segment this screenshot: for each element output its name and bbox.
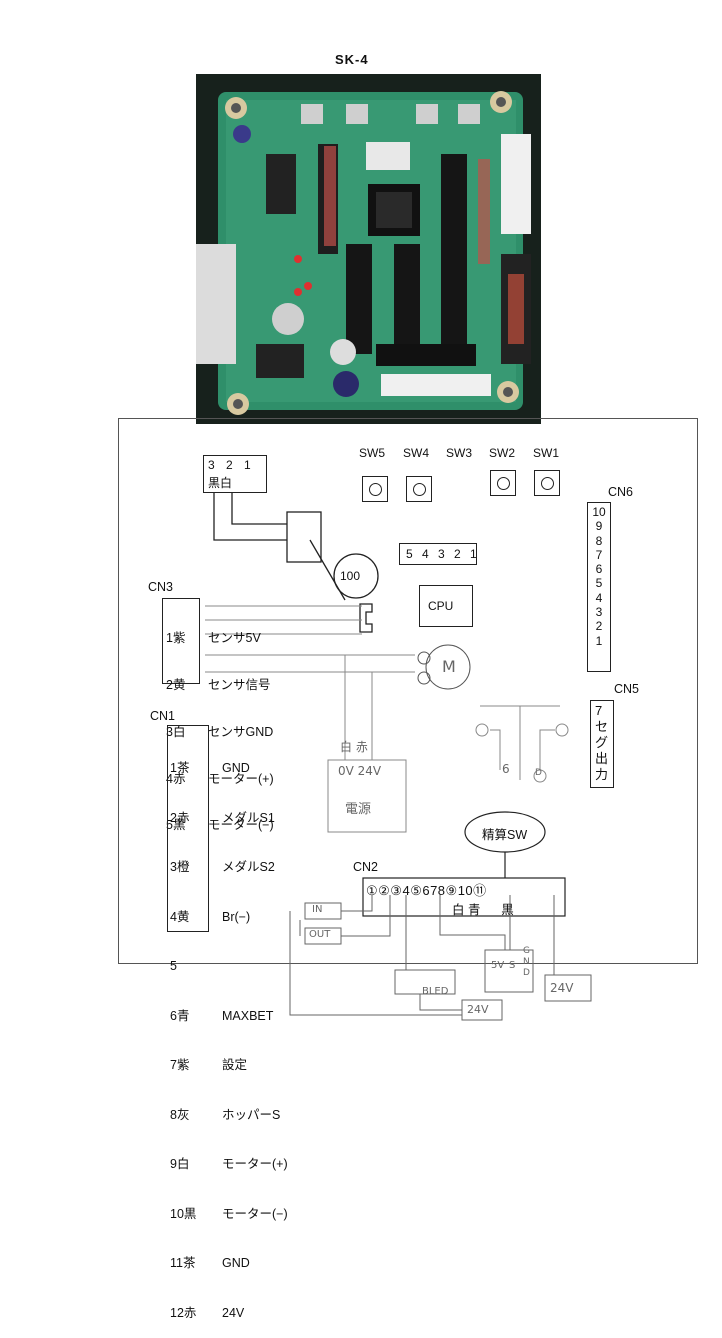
cn3-connector [162, 598, 200, 684]
cn1-desc-5 [222, 958, 288, 975]
power-supply-label: 電源 [345, 802, 372, 817]
cn3-desc-5: モーター(−) [208, 818, 274, 833]
led-label: BLED [422, 986, 449, 997]
cn2-colors: 白 青 黒 [452, 903, 514, 917]
in-label: IN [312, 904, 323, 915]
cn1-pin-1: 1茶 [170, 761, 190, 775]
power-voltages: 0V 24V [338, 764, 382, 778]
switch-sw4 [406, 476, 432, 502]
top-connector-colors: 黒白 [208, 476, 233, 490]
cn6-pin-10: 10 [592, 505, 606, 519]
cn6-connector: 10 9 8 7 6 5 4 3 2 1 [587, 502, 611, 672]
top-connector: 3 2 1 黒白 [203, 455, 267, 493]
cn6-pin-6: 6 [595, 562, 603, 577]
cn3-desc-list: センサ5V センサ信号 センサGND モーター(+) モーター(−) [208, 600, 274, 850]
cn1-label: CN1 [150, 709, 176, 723]
cn1-pin-7: 7紫 [170, 1058, 190, 1072]
cn1-pin-3: 3橙 [170, 860, 190, 874]
pcb-photo [196, 74, 541, 424]
cn1-pin-2: 2赤 [170, 810, 190, 825]
cn1-desc-9: モーター(+) [222, 1157, 288, 1171]
cn6-pin-7: 7 [595, 547, 603, 562]
cn6-label: CN6 [608, 485, 634, 499]
cn3-pin-2: 2黄 [166, 677, 186, 692]
cn1-connector [167, 725, 209, 932]
cn1-pin-4: 4黄 [170, 909, 190, 924]
cn3-pin-4: 4赤 [166, 771, 186, 786]
cn1-pin-10: 10黒 [170, 1206, 197, 1221]
cn5-handwritten-pin-6: 6 [502, 762, 510, 776]
cn6-pin-2: 2 [595, 619, 603, 634]
cn1-desc-12: 24V [222, 1305, 245, 1320]
cpu-label: CPU [428, 599, 454, 613]
cn1-desc-10: モーター(−) [222, 1206, 288, 1221]
cn1-pin-5: 5 [170, 959, 177, 973]
switch-sw1 [534, 470, 560, 496]
resistor-label: 100 [340, 569, 361, 583]
led-24v-label: 24V [467, 1003, 489, 1016]
cn5-text: 7セグ出力 [595, 703, 609, 782]
page-title: SK-4 [335, 52, 369, 67]
segment-digits: 5 4 3 2 1 [406, 547, 480, 561]
cn1-desc-3: メダルS2 [222, 860, 275, 874]
cn6-pin-list: 10 9 8 7 6 5 4 3 2 1 [588, 505, 610, 648]
cn3-desc-2: センサ信号 [208, 677, 271, 692]
cn6-pin-1: 1 [595, 633, 603, 648]
hopper-s-label: S [509, 960, 516, 971]
cn3-pin-5: 5黒 [166, 818, 186, 833]
cn1-desc-1: GND [222, 761, 250, 775]
switch-label-sw1: SW1 [533, 446, 560, 460]
pcb-board-image [196, 74, 541, 424]
seisan-switch-label: 精算SW [482, 828, 528, 842]
cn5-label: CN5 [614, 682, 640, 696]
cn1-pin-8: 8灰 [170, 1107, 190, 1122]
cn1-pin-11: 11茶 [170, 1256, 196, 1270]
cn1-desc-7: 設定 [222, 1058, 248, 1072]
cn5-handwritten-pin-d: D [535, 768, 542, 778]
cn3-pin-1: 1紫 [166, 631, 186, 646]
cn1-pin-12: 12赤 [170, 1305, 197, 1320]
switch-label-sw3: SW3 [446, 446, 473, 460]
switch-sw5 [362, 476, 388, 502]
cn3-desc-1: センサ5V [208, 631, 261, 646]
cn1-pin-6: 6青 [170, 1008, 190, 1023]
cn1-desc-11: GND [222, 1256, 250, 1270]
cn3-pin-3: 3白 [166, 724, 186, 739]
switch-label-sw5: SW5 [359, 446, 386, 460]
cn6-pin-5: 5 [595, 576, 603, 591]
cn3-desc-4: モーター(+) [208, 771, 274, 786]
cn6-pin-8: 8 [595, 533, 603, 548]
cpu-chip: CPU [419, 585, 473, 627]
cn5-connector: 7セグ出力 [590, 700, 614, 788]
switch-label-sw4: SW4 [403, 446, 430, 460]
cn1-desc-list: GND メダルS1 メダルS2 Br(−) MAXBET 設定 ホッパーS モー… [222, 727, 288, 1338]
supply-24v-label: 24V [550, 981, 574, 995]
cn3-label: CN3 [148, 580, 174, 594]
cn6-pin-9: 9 [595, 519, 603, 534]
cn1-pin-list: 1茶 2赤 3橙 4黄 5 6青 7紫 8灰 9白 10黒 11茶 12赤 [170, 727, 196, 1338]
cn1-desc-8: ホッパーS [222, 1107, 281, 1122]
cn3-pin-list: 1紫 2黄 3白 4赤 5黒 [166, 600, 185, 850]
switch-label-sw2: SW2 [489, 446, 516, 460]
cn1-desc-6: MAXBET [222, 1008, 274, 1023]
cn2-label: CN2 [353, 860, 379, 874]
out-label: OUT [309, 929, 331, 940]
cn6-pin-3: 3 [595, 605, 603, 620]
motor-label: M [442, 657, 456, 676]
cn3-desc-3: センサGND [208, 724, 274, 739]
segment-display: 5 4 3 2 1 [399, 543, 477, 565]
cn6-pin-4: 4 [595, 590, 603, 605]
cn1-desc-2: メダルS1 [222, 810, 275, 825]
switch-sw2 [490, 470, 516, 496]
hopper-5v-label: 5V [491, 960, 505, 971]
cn1-desc-4: Br(−) [222, 909, 251, 924]
cn1-pin-9: 9白 [170, 1157, 190, 1171]
top-connector-pins: 3 2 1 [208, 458, 255, 472]
cn2-pins: ①②③4⑤678⑨10⑪ [366, 883, 487, 898]
hopper-gnd-label: GND [523, 946, 530, 978]
power-wire-colors: 白 赤 [340, 740, 368, 754]
